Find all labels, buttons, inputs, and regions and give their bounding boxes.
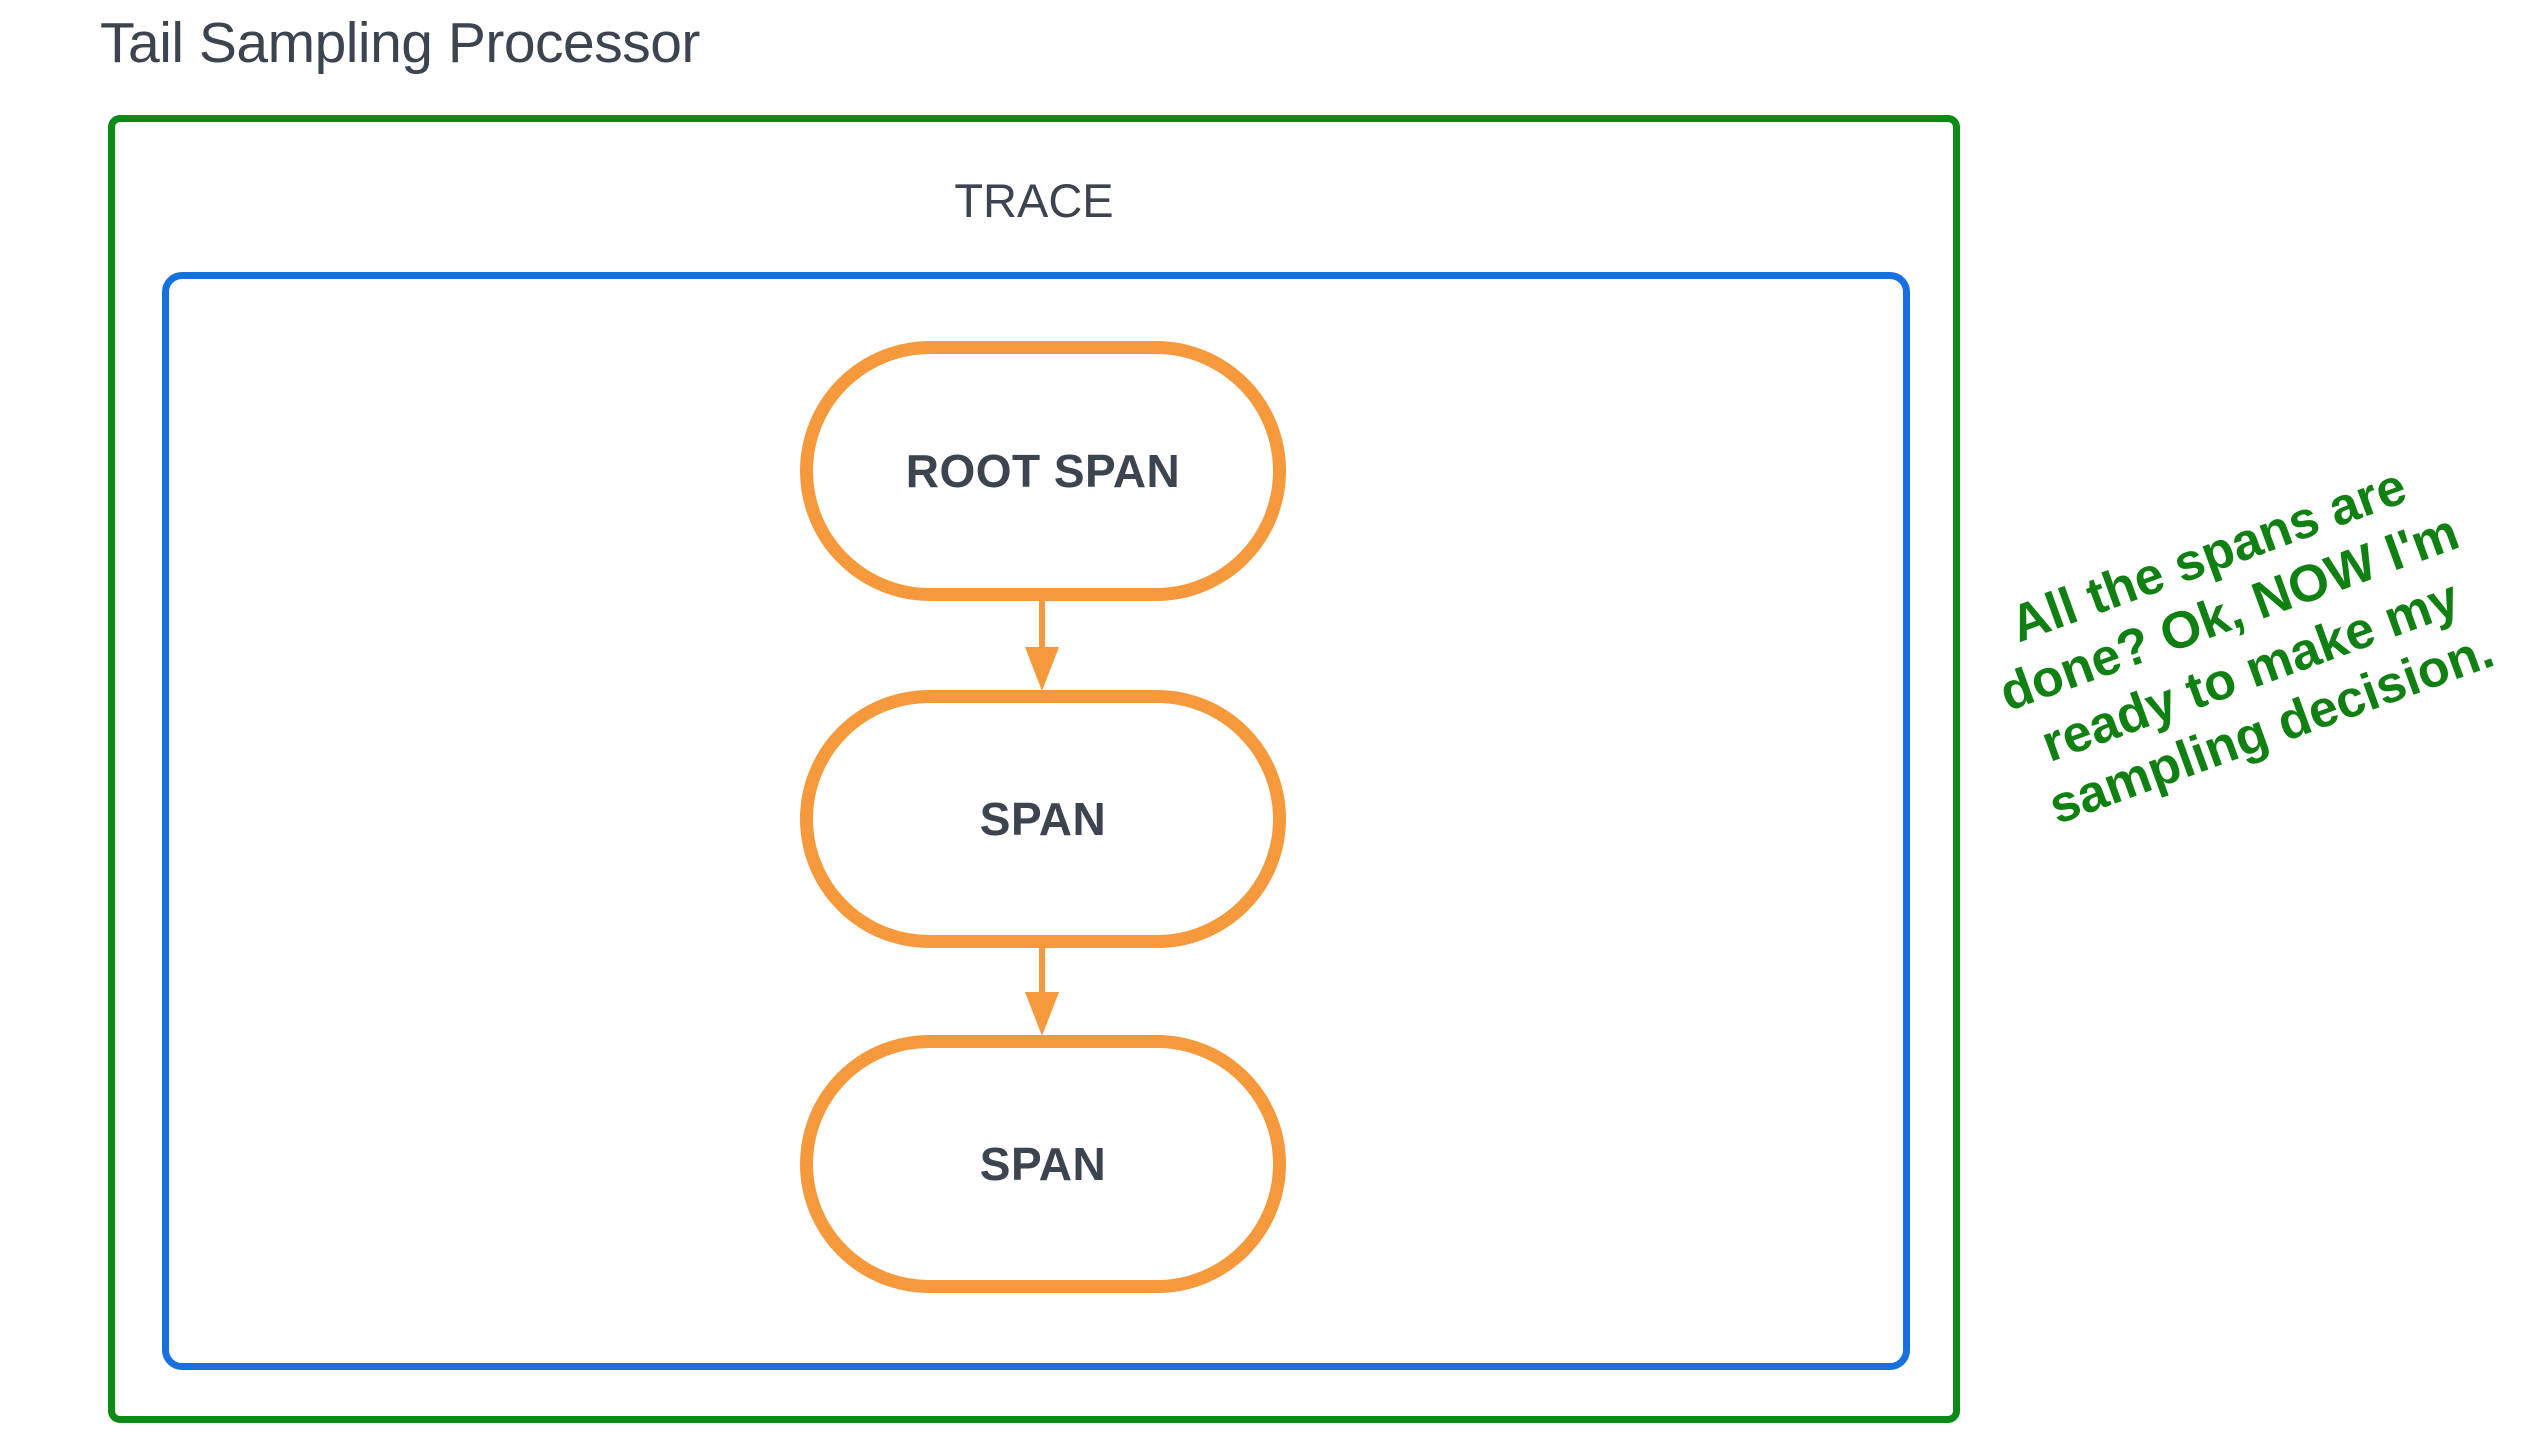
span-node-label: SPAN	[979, 1138, 1107, 1190]
trace-label: TRACE	[954, 174, 1114, 227]
span-node-label: SPAN	[979, 793, 1107, 845]
span-node-3[interactable]: SPAN	[800, 1035, 1286, 1293]
arrow-span2-to-span3	[1019, 948, 1065, 1036]
sampling-decision-annotation: All the spans are done? Ok, NOW I'm read…	[1992, 457, 2502, 836]
span-node-label: ROOT SPAN	[905, 445, 1181, 497]
page-title: Tail Sampling Processor	[100, 11, 700, 75]
trace-box	[162, 272, 1910, 1370]
arrow-root-to-span2	[1019, 601, 1065, 691]
tail-sampling-processor-box	[108, 115, 1960, 1423]
span-node-root[interactable]: ROOT SPAN	[800, 341, 1286, 601]
span-node-2[interactable]: SPAN	[800, 690, 1286, 948]
